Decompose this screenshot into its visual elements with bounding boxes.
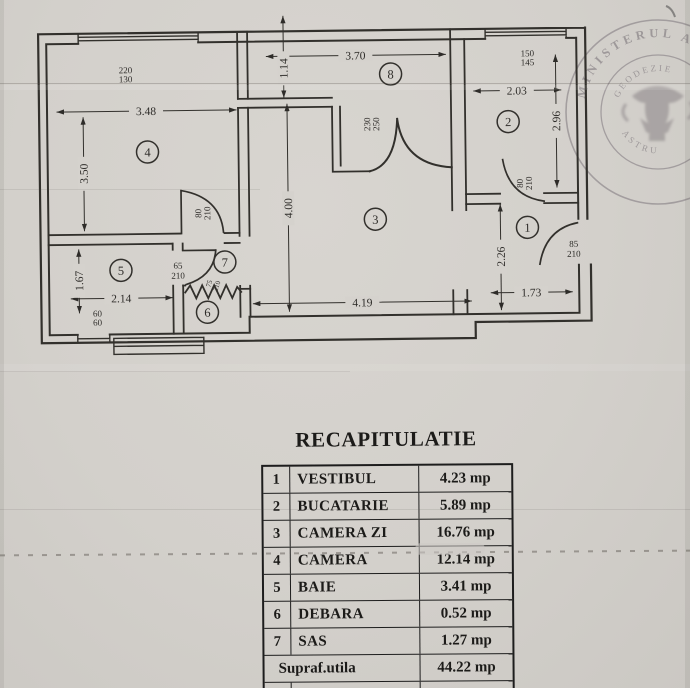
arch-opening (368, 117, 453, 173)
door2-width-label: 80 (515, 178, 525, 188)
window-room2 (484, 27, 567, 40)
table-row: 2 BUCATARIE 5.89 mp (263, 491, 512, 520)
dim-room8-width: 3.70 (345, 50, 366, 62)
row-value: 12.14 mp (418, 546, 512, 573)
table-row: 1 VESTIBUL 4.23 mp (263, 465, 512, 493)
partial-clipped-row: 4.22 mp (264, 680, 513, 688)
row-label: BUCATARIE (297, 497, 389, 515)
row-number: 1 (263, 466, 291, 493)
room-number-5: 5 (118, 264, 124, 278)
window5-height-label: 60 (93, 318, 103, 328)
door5-height-label: 210 (171, 271, 185, 281)
room-number-4: 4 (144, 145, 151, 159)
zigzag-partition (183, 282, 243, 301)
door1-height-label: 210 (567, 249, 581, 259)
dimension-lines (56, 15, 573, 314)
dim-room5-width: 2.14 (111, 293, 132, 305)
window4-width-label: 220 (119, 65, 133, 75)
room-numbers: 1 2 3 4 5 6 7 8 (118, 67, 531, 320)
exterior-walls (36, 26, 593, 345)
total-value: 44.22 mp (419, 654, 513, 681)
row-label: DEBARA (298, 605, 364, 623)
window5-width-label: 60 (93, 309, 103, 319)
dim-room5-height: 1.67 (74, 270, 86, 291)
table-row: 4 CAMERA 12.14 mp (263, 545, 512, 574)
stamp-coat-of-arms (621, 86, 690, 141)
row-label: SAS (298, 632, 328, 650)
corner-pen-mark (665, 5, 676, 18)
door-room5 (181, 249, 217, 286)
row-label: CAMERA ZI (297, 524, 388, 542)
hatch-width-label: 75 (205, 279, 215, 289)
row-label: CAMERA (297, 551, 368, 569)
door4-width-label: 80 (193, 208, 203, 218)
row-label: BAIE (297, 578, 337, 596)
dim-room4-width: 3.48 (136, 106, 157, 118)
row-value: 0.52 mp (419, 600, 513, 627)
row-label: VESTIBUL (297, 470, 377, 488)
row-value: 1.27 mp (419, 627, 513, 654)
dim-room3-width: 4.19 (352, 297, 373, 309)
row-number: 4 (263, 547, 291, 574)
table-row: 7 SAS 1.27 mp (264, 626, 513, 655)
window-bathroom (77, 333, 111, 344)
window2-width-label: 150 (521, 48, 535, 58)
dimension-labels: 3.48 3.50 3.70 1.14 2.03 2.96 4.00 4.19 … (72, 49, 563, 309)
dim-room4-height: 3.50 (79, 163, 91, 184)
row-number: 2 (263, 493, 291, 520)
door1-width-label: 85 (569, 239, 579, 249)
table-row: 3 CAMERA ZI 16.76 mp (263, 518, 512, 547)
row-number: 3 (263, 520, 291, 547)
total-row: Supraf.utila 44.22 mp (264, 653, 513, 682)
row-number (264, 682, 292, 688)
total-label: Supraf.utila (278, 659, 356, 677)
dim-room2-height: 2.96 (551, 111, 563, 132)
row-value: 5.89 mp (418, 492, 512, 519)
door-room4 (180, 189, 225, 235)
door5-width-label: 65 (173, 261, 183, 271)
entry-steps (113, 336, 205, 356)
arch-height-label: 250 (371, 117, 381, 131)
room-number-1: 1 (524, 221, 530, 235)
dim-room8-depth: 1.14 (278, 58, 290, 79)
room-number-8: 8 (387, 67, 393, 81)
table-row: 5 BAIE 3.41 mp (263, 572, 513, 601)
row-number: 6 (264, 601, 292, 628)
entry-door (538, 221, 579, 266)
window2-height-label: 145 (521, 57, 535, 67)
page-edge-shadow (0, 0, 4, 688)
row-number: 7 (264, 628, 292, 655)
window-room4 (77, 31, 199, 45)
room-number-6: 6 (204, 306, 210, 320)
hatch-height-label: 210 (212, 279, 223, 292)
door4-height-label: 210 (202, 206, 212, 220)
row-value: 4.23 mp (418, 465, 512, 492)
dim-room1-height: 2.26 (496, 246, 508, 267)
dim-room1-width: 1.73 (521, 287, 542, 299)
row-number: 5 (263, 574, 292, 601)
room-number-3: 3 (372, 213, 378, 227)
opening-size-labels: 220 130 150 145 60 60 65 210 85 210 230 … (93, 48, 581, 328)
recap-table: 1 VESTIBUL 4.23 mp 2 BUCATARIE 5.89 mp 3… (261, 463, 515, 688)
window4-height-label: 130 (119, 74, 133, 84)
table-row: 6 DEBARA 0.52 mp (264, 599, 513, 628)
row-value: 3.41 mp (418, 573, 513, 600)
door-room2 (501, 158, 546, 203)
arch-width-label: 230 (362, 117, 372, 131)
apartment-plan: 3.48 3.50 3.70 1.14 2.03 2.96 4.00 4.19 … (36, 15, 593, 356)
interior-walls (47, 28, 580, 335)
room-number-2: 2 (505, 115, 511, 129)
page-edge-shadow (685, 0, 690, 688)
door2-height-label: 210 (524, 176, 534, 190)
dim-room3-height: 4.00 (283, 198, 295, 219)
row-value: 16.76 mp (418, 519, 512, 546)
row-value: 4.22 mp (419, 681, 513, 688)
dim-room2-width: 2.03 (507, 85, 528, 97)
room-number-7: 7 (222, 256, 228, 270)
recap-title: RECAPITULATIE (295, 426, 477, 452)
room-number-markers (109, 62, 540, 325)
